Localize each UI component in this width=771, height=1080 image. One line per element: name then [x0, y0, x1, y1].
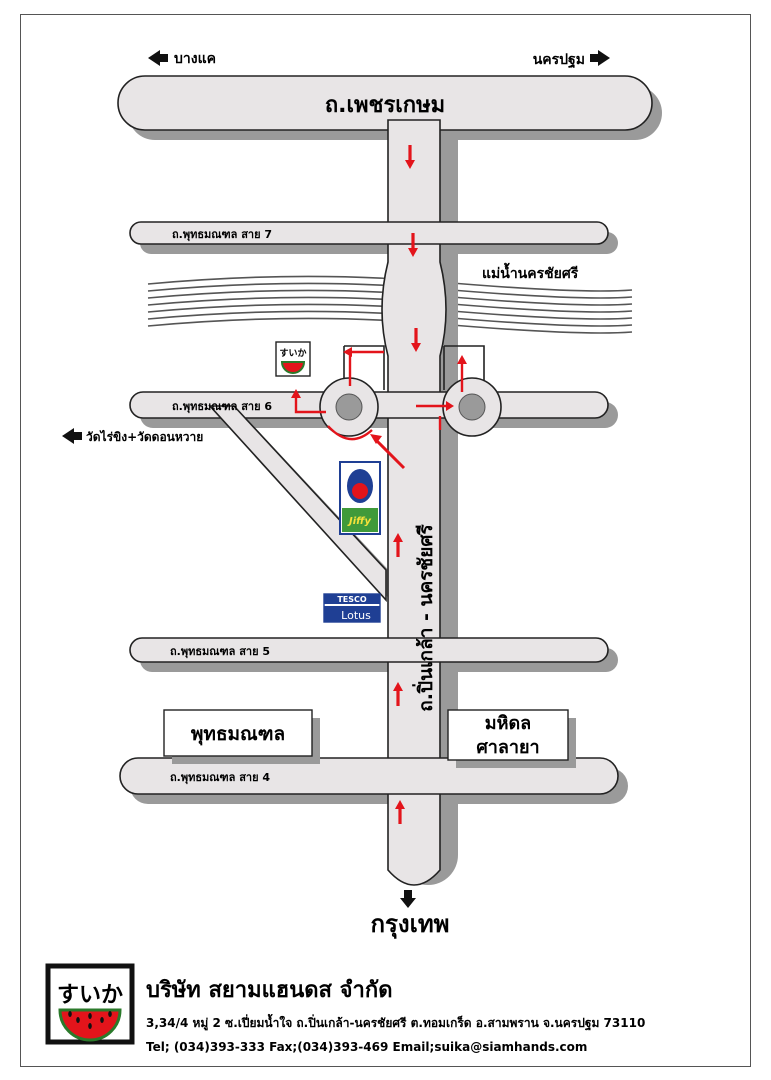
direction-arrows — [62, 50, 610, 908]
tesco-text: TESCO — [337, 595, 367, 604]
jiffy-text: Jiffy — [347, 516, 371, 527]
highway-label: ถ.เพชรเกษม — [325, 93, 445, 118]
suika-sign — [275, 341, 311, 377]
direction-temples: วัดไร่ขิง+วัดดอนหวาย — [86, 429, 203, 444]
direction-bangkok: กรุงเทพ — [371, 910, 450, 940]
company-contact: Tel; (034)393-333 Fax;(034)393-469 Email… — [146, 1040, 588, 1054]
landmark-boxes — [163, 709, 576, 768]
suika-sign-text: すいか — [279, 348, 306, 359]
map-labels: ถ.เพชรเกษม ถ.พุทธมณฑล สาย 7 ถ.พุทธมณฑล ส… — [57, 51, 585, 1008]
river-label: แม่น้ำนครชัยศรี — [482, 262, 579, 282]
roundabouts — [319, 377, 502, 437]
soi4-label: ถ.พุทธมณฑล สาย 4 — [170, 771, 270, 785]
route-arrows — [291, 145, 467, 824]
main-road-label: ถ.ปิ่นเกล้า - นครชัยศรี — [412, 524, 437, 712]
landmark-phutthamonthon: พุทธมณฑล — [191, 723, 285, 746]
jiffy-sign — [339, 461, 381, 535]
company-logo — [45, 963, 135, 1045]
direction-bangkhae: บางแค — [174, 51, 216, 67]
soi7-label: ถ.พุทธมณฑล สาย 7 — [172, 228, 272, 242]
soi6-label: ถ.พุทธมณฑล สาย 6 — [172, 400, 272, 414]
logo-text: すいか — [57, 983, 123, 1008]
company-address: 3,34/4 หมู่ 2 ซ.เปี่ยมน้ำใจ ถ.ปิ่นเกล้า-… — [146, 1016, 646, 1030]
landmark-mahidol: มหิดล — [485, 713, 531, 734]
river — [147, 275, 633, 334]
tesco-lotus-sign — [323, 593, 381, 623]
direction-nakhonpathom: นครปฐม — [533, 52, 585, 69]
map-frame — [20, 14, 751, 1067]
lotus-text: Lotus — [341, 609, 371, 622]
company-name: บริษัท สยามแฮนดส จำกัด — [146, 978, 393, 1003]
landmark-salaya: ศาลายา — [476, 737, 539, 758]
soi5-label: ถ.พุทธมณฑล สาย 5 — [170, 645, 270, 659]
